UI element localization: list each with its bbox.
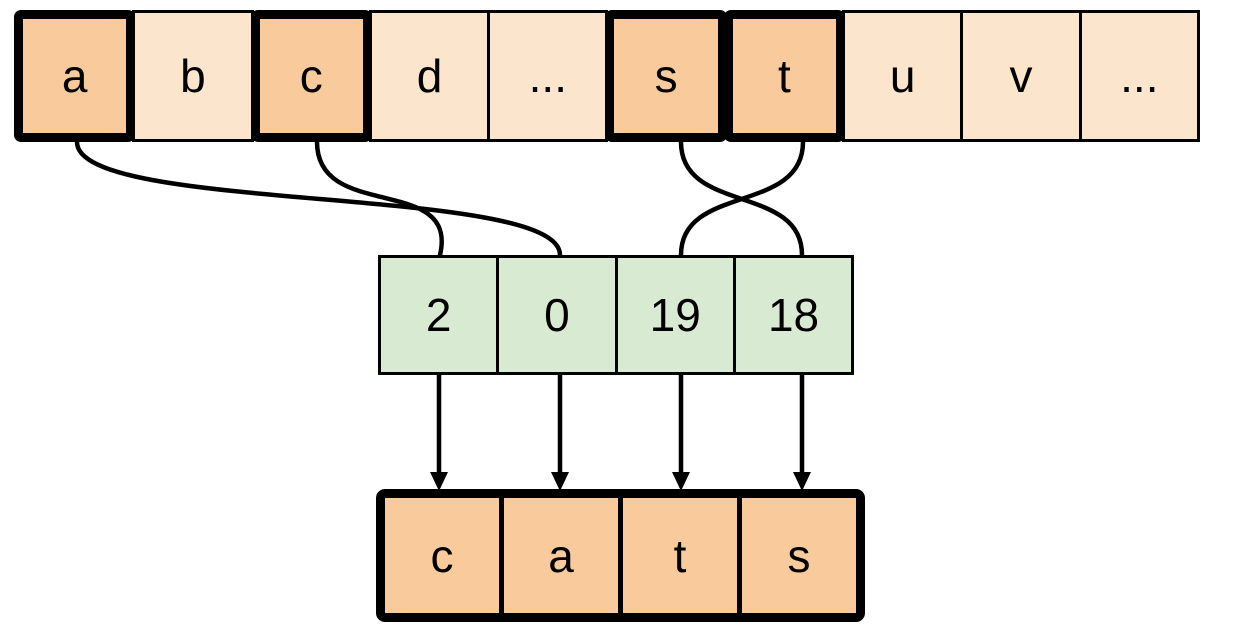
output-cell-t: t	[618, 498, 737, 613]
output-cell-s: s	[737, 498, 856, 613]
index-cell-2: 2	[378, 255, 500, 375]
index-cell-18: 18	[732, 255, 855, 375]
alphabet-row: a b c d ... s t u v ...	[14, 10, 1200, 142]
connector-c-to-2	[314, 139, 444, 258]
alphabet-cell-v: v	[960, 10, 1082, 142]
output-cell-c: c	[385, 498, 499, 613]
alphabet-cell-a: a	[14, 10, 136, 142]
output-cell-a: a	[499, 498, 618, 613]
alphabet-cell-c: c	[250, 10, 372, 142]
alphabet-cell-t: t	[723, 10, 846, 142]
connector-s-to-18	[678, 139, 805, 258]
output-word-row: c a t s	[376, 489, 865, 622]
index-row: 2 0 19 18	[378, 255, 855, 375]
connector-a-to-0	[74, 139, 563, 258]
alphabet-cell-ellipsis-1: ...	[487, 10, 609, 142]
index-to-output-arrows	[430, 375, 811, 491]
alphabet-cell-b: b	[132, 10, 254, 142]
alphabet-cell-s: s	[605, 10, 727, 142]
connector-t-to-19	[678, 139, 806, 258]
letter-to-index-connectors	[74, 139, 806, 258]
alphabet-cell-u: u	[842, 10, 964, 142]
index-cell-0: 0	[496, 255, 618, 375]
alphabet-cell-d: d	[368, 10, 491, 142]
alphabet-cell-ellipsis-2: ...	[1078, 10, 1200, 142]
index-cell-19: 19	[614, 255, 736, 375]
